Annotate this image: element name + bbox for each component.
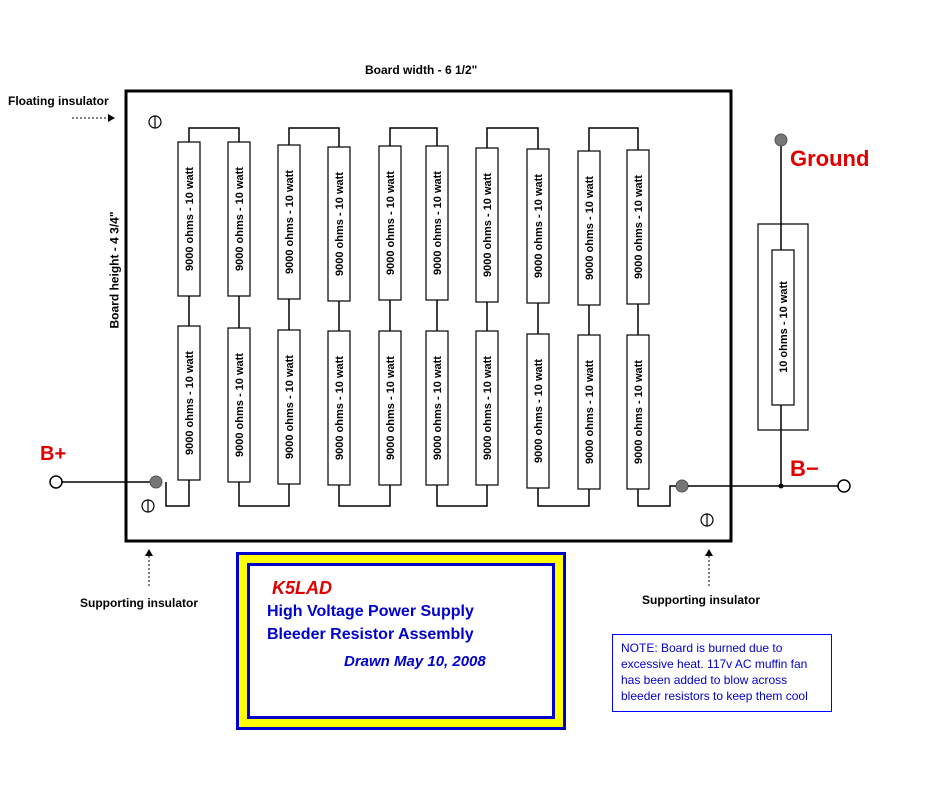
b-plus-terminal [49, 475, 63, 489]
junction-dot [778, 483, 784, 489]
note-line-2: excessive heat. 117v AC muffin fan [621, 657, 808, 671]
drawn-date: Drawn May 10, 2008 [344, 653, 486, 670]
supporting-insulator-right-label: Supporting insulator [642, 593, 760, 607]
top-jumper [389, 127, 438, 146]
supporting-insulator-left-label: Supporting insulator [80, 596, 198, 610]
resistor-label: 9000 ohms - 10 watt [533, 174, 545, 278]
top-jumper [288, 127, 340, 147]
resistor-label: 9000 ohms - 10 watt [284, 355, 296, 459]
b-minus-post [675, 479, 689, 493]
title-block: K5LAD High Voltage Power Supply Bleeder … [236, 552, 566, 730]
note-line-1: NOTE: Board is burned due to [621, 641, 783, 655]
resistor-label: 9000 ohms - 10 watt [184, 167, 196, 271]
resistor-label: 9000 ohms - 10 watt [234, 353, 246, 457]
resistor-label: 9000 ohms - 10 watt [184, 351, 196, 455]
b-minus-label: B− [790, 456, 819, 481]
resistor-label: 9000 ohms - 10 watt [385, 171, 397, 275]
b-minus-terminal [837, 479, 851, 493]
note-box: NOTE: Board is burned due to excessive h… [612, 634, 832, 712]
title-line-2: Bleeder Resistor Assembly [267, 626, 474, 643]
arrowhead [145, 549, 153, 556]
b-plus-post [149, 475, 163, 489]
resistor-label: 9000 ohms - 10 watt [482, 356, 494, 460]
arrowhead [108, 114, 115, 122]
resistor-label: 9000 ohms - 10 watt [633, 175, 645, 279]
board-height-label: Board height - 4 3/4" [107, 211, 122, 329]
resistor-label: 9000 ohms - 10 watt [385, 356, 397, 460]
wire-last [637, 485, 682, 507]
top-jumper [588, 127, 639, 151]
note-line-4: bleeder resistors to keep them cool [621, 689, 808, 703]
resistor-label: 9000 ohms - 10 watt [432, 356, 444, 460]
resistor-label: 9000 ohms - 10 watt [482, 173, 494, 277]
top-jumper [486, 127, 539, 149]
title-line-1: High Voltage Power Supply [267, 603, 474, 620]
resistor-label: 9000 ohms - 10 watt [234, 167, 246, 271]
ground-resistor-frame [757, 223, 809, 431]
arrowhead [705, 549, 713, 556]
resistor-label: 9000 ohms - 10 watt [584, 360, 596, 464]
floating-insulator-label: Floating insulator [8, 94, 109, 108]
note-line-3: has been added to blow across [621, 673, 788, 687]
b-plus-label: B+ [40, 443, 67, 465]
resistor-label: 9000 ohms - 10 watt [533, 359, 545, 463]
ground-label: Ground [790, 146, 870, 171]
title-block-inner: K5LAD High Voltage Power Supply Bleeder … [247, 563, 555, 719]
bottom-jumper [238, 482, 290, 507]
bottom-jumper [537, 488, 590, 507]
resistor-label: 9000 ohms - 10 watt [334, 356, 346, 460]
board-width-label: Board width - 6 1/2" [365, 63, 478, 77]
wire-first [165, 480, 190, 507]
ground-resistor-label: 10 ohms - 10 watt [778, 281, 790, 373]
top-jumper [188, 127, 240, 142]
bottom-jumper [338, 485, 391, 507]
bottom-jumper [436, 485, 488, 507]
ground-terminal [774, 133, 788, 147]
callsign: K5LAD [272, 578, 333, 598]
resistor-label: 9000 ohms - 10 watt [633, 360, 645, 464]
circuit-board [124, 89, 733, 543]
resistor-label: 9000 ohms - 10 watt [584, 176, 596, 280]
resistor-label: 9000 ohms - 10 watt [334, 172, 346, 276]
resistor-label: 9000 ohms - 10 watt [432, 171, 444, 275]
resistor-label: 9000 ohms - 10 watt [284, 170, 296, 274]
ground-resistor [771, 249, 795, 406]
